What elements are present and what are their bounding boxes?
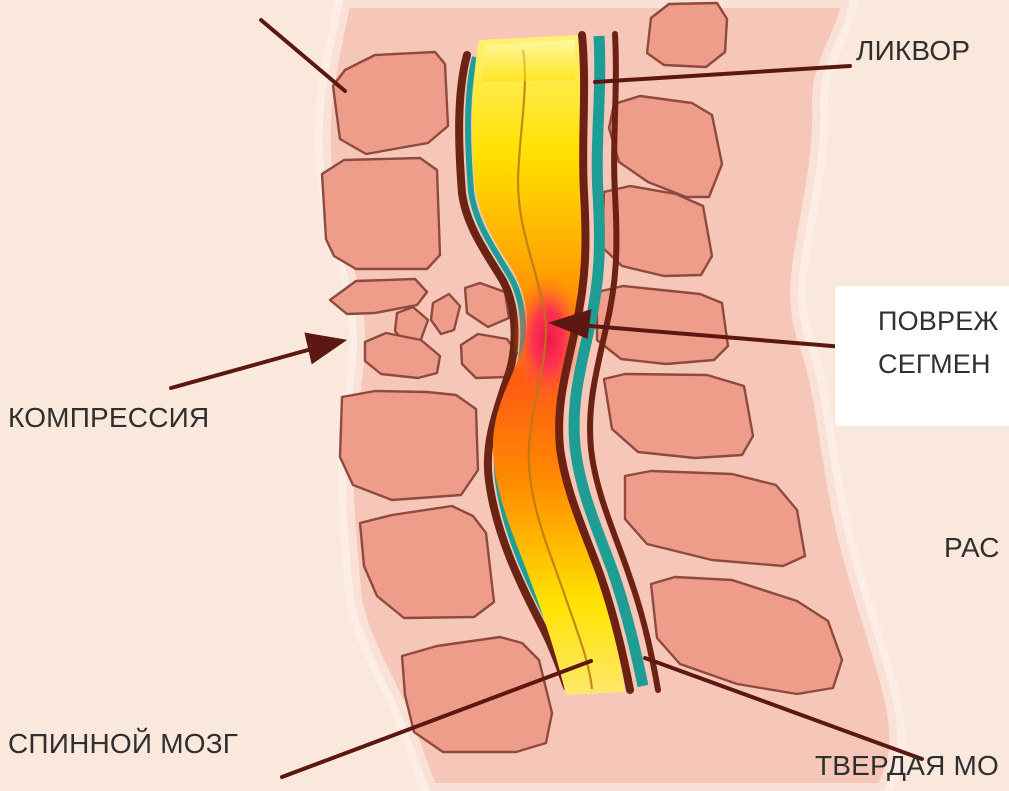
partial-right-label: РАС [944, 534, 1000, 562]
compression-arrowhead [307, 335, 342, 361]
csf-label: ЛИКВОР [856, 37, 970, 65]
compression-pointer-line [171, 345, 326, 388]
vertebra-upper-left-2 [322, 158, 440, 269]
vertebra-middle-left [340, 391, 478, 500]
vertebra-upper-left-1 [333, 52, 448, 154]
damaged-segment-label-line-1: ПОВРЕЖ [878, 308, 999, 335]
vertebra-lower-left-2 [402, 637, 552, 752]
damaged-segment-label-line-2: СЕГМЕН [878, 351, 991, 378]
vertebra-right-3 [597, 286, 728, 364]
spinal-cord-label: СПИННОЙ МОЗГ [8, 730, 238, 758]
top-cord-highlight [482, 40, 575, 82]
vertebra-right-top [647, 3, 727, 67]
dura-label: ТВЕРДАЯ МО [815, 752, 999, 780]
compression-label: КОМПРЕССИЯ [8, 404, 209, 432]
